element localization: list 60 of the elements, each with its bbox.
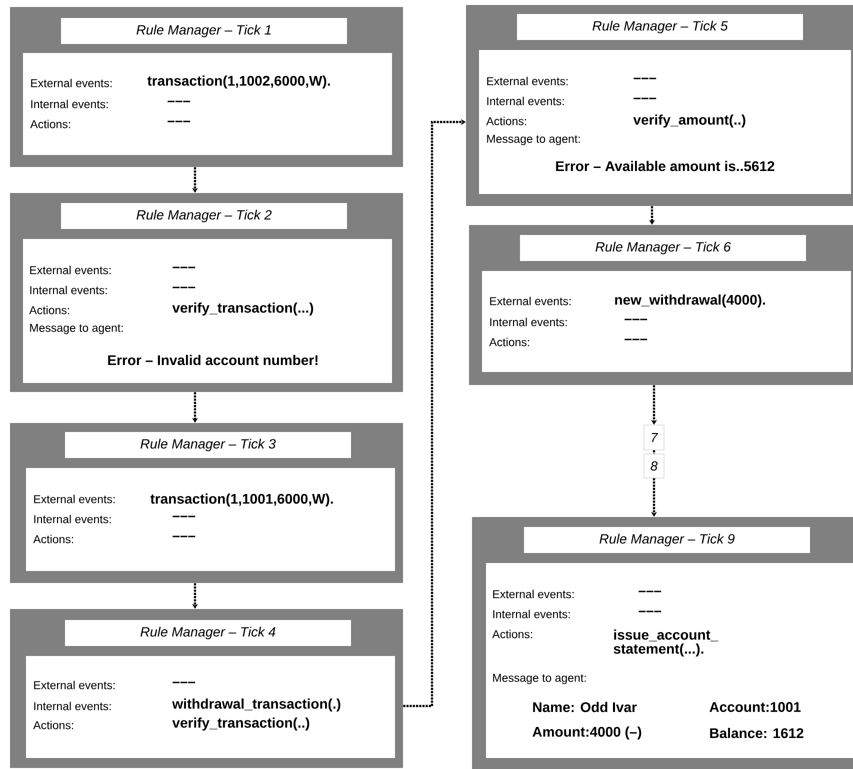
field-value: –––	[634, 78, 656, 80]
field-label: Message to agent:	[493, 674, 586, 684]
field-value: verify_transaction(..)	[172, 717, 310, 731]
field-value: issue_account_ statement(...).	[614, 629, 718, 657]
field-value: –––	[172, 682, 196, 684]
field-label: External events:	[31, 78, 112, 88]
agent-message: Name: Odd Ivar	[533, 702, 637, 712]
panel-title: Rule Manager – Tick 9	[600, 534, 735, 546]
field-label: Internal events:	[34, 514, 111, 524]
field-value: –––	[172, 266, 196, 268]
field-label: Actions:	[29, 306, 70, 314]
field-value: –––	[168, 120, 190, 122]
field-label: Internal events:	[30, 286, 107, 294]
tick-box: 8	[644, 454, 664, 478]
field-label: Internal events:	[34, 702, 111, 710]
panel-title: Rule Manager – Tick 2	[136, 210, 272, 222]
field-value: withdrawal_transaction(.)	[172, 698, 340, 712]
field-value: transaction(1,1001,6000,W).	[150, 493, 333, 507]
field-value: –––	[634, 98, 656, 100]
agent-message: Error – Invalid account number!	[108, 354, 318, 366]
field-value: verify_transaction(...)	[172, 302, 314, 316]
field-value: –––	[172, 536, 196, 538]
field-label: External events:	[34, 680, 115, 690]
field-label: External events:	[30, 266, 111, 274]
tick-box: 7	[644, 424, 664, 450]
field-label: External events:	[490, 296, 571, 306]
field-label: Actions:	[489, 338, 530, 346]
field-value: –––	[638, 610, 662, 612]
field-value: –––	[624, 318, 648, 320]
field-label: Internal events:	[487, 96, 564, 106]
field-label: Message to agent:	[30, 324, 123, 334]
field-label: Actions:	[33, 720, 74, 730]
field-label: Actions:	[492, 630, 532, 638]
agent-message: Account:1001	[710, 702, 801, 712]
panel-title: Rule Manager – Tick 6	[596, 242, 731, 254]
panel-title: Rule Manager – Tick 5	[592, 20, 728, 34]
field-value: –––	[638, 590, 662, 592]
field-label: Internal events:	[490, 318, 567, 326]
field-label: Actions:	[33, 534, 74, 544]
agent-message: Error – Available amount is..5612	[556, 160, 774, 172]
field-label: External events:	[493, 590, 574, 598]
field-value: transaction(1,1002,6000,W).	[147, 75, 330, 89]
field-value: –––	[172, 286, 196, 288]
field-label: External events:	[34, 494, 115, 504]
field-label: Internal events:	[31, 100, 108, 108]
field-value: –––	[172, 516, 196, 518]
panel-title: Rule Manager – Tick 1	[136, 24, 271, 38]
panel-title: Rule Manager – Tick 4	[140, 626, 276, 640]
field-value: new_withdrawal(4000).	[615, 294, 765, 308]
field-value: –––	[624, 338, 648, 340]
field-value: verify_amount(..)	[633, 114, 746, 128]
panel-title: Rule Manager – Tick 3	[140, 438, 276, 452]
field-label: External events:	[487, 76, 568, 86]
field-label: Actions:	[486, 116, 526, 126]
field-value: –––	[168, 100, 190, 102]
field-label: Actions:	[30, 120, 70, 128]
field-label: Internal events:	[493, 610, 570, 618]
field-label: Message to agent:	[487, 134, 580, 146]
agent-message: Amount:4000 (–)	[532, 726, 642, 740]
agent-message: Balance: 1612	[710, 728, 804, 738]
